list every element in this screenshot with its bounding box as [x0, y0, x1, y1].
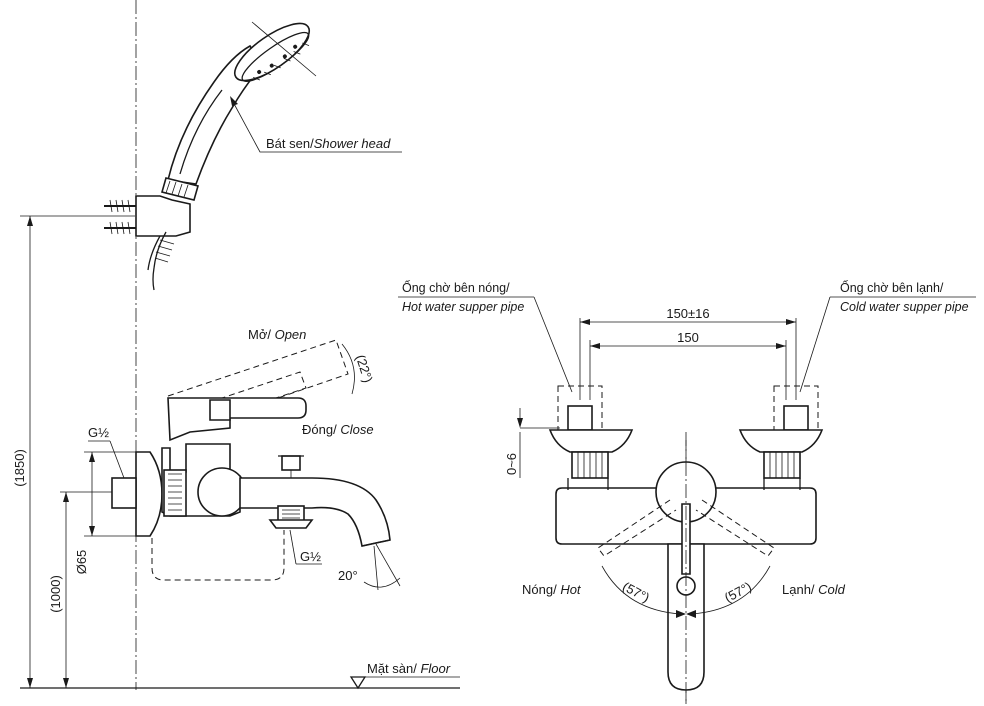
- lever-open-outline: [167, 339, 349, 421]
- dim-150-label: 150: [677, 330, 699, 345]
- shower-holder: [135, 195, 191, 237]
- diverter-knob: [197, 467, 247, 517]
- cold-label: Lạnh/ Cold: [782, 582, 846, 597]
- floor-symbol: [349, 676, 367, 690]
- lever-handle: [167, 397, 307, 442]
- dim-1000-label: (1000): [48, 575, 63, 613]
- shower-head: [234, 22, 310, 82]
- recess-outline: [151, 530, 285, 581]
- dim-d65-label: Ø65: [74, 550, 89, 575]
- thread-top-label: G½: [88, 425, 109, 440]
- lever-cold-position: [695, 499, 775, 557]
- lever-hot-position: [597, 499, 677, 557]
- wall-anchors: [104, 199, 136, 235]
- close-label: Đóng/ Close: [302, 422, 374, 437]
- svg-text:Hot water supper pipe: Hot water supper pipe: [402, 300, 524, 314]
- floor-label: Mặt sàn/ Floor: [367, 661, 451, 676]
- arc-hot: [601, 565, 681, 615]
- hot-label: Nóng/ Hot: [522, 582, 582, 597]
- hot-flange: [548, 429, 634, 453]
- cold-flange: [738, 429, 824, 453]
- front-view: 150±16 150 0~6 Ống chờ bên nóng/ Hot wat…: [398, 280, 976, 704]
- arc-cold: [691, 565, 771, 615]
- diverter-pull: [281, 455, 301, 471]
- cold-pipe: [783, 405, 809, 431]
- hot-pipe-label: Ống chờ bên nóng/: [402, 280, 510, 295]
- thread-bottom-label: G½: [300, 549, 321, 564]
- bath-spout: [239, 477, 391, 547]
- shower-head-label: Bát sen/Shower head: [266, 136, 391, 151]
- hot-pipe: [567, 405, 593, 431]
- shower-hose: [152, 231, 167, 291]
- cold-pipe-label: Ống chờ bên lạnh/: [840, 280, 944, 295]
- dim-150tol-label: 150±16: [666, 306, 709, 321]
- angle-open-label: (22°): [353, 353, 376, 385]
- side-view: (1850) (1000) Ø65 G½: [12, 0, 460, 690]
- open-label: Mở/ Open: [248, 327, 306, 342]
- angle-spout-label: 20°: [338, 568, 358, 583]
- inlet-connector: [111, 477, 137, 509]
- dim-1850-label: (1850): [12, 449, 27, 487]
- wall-flange: [135, 451, 163, 537]
- dim-offset-label: 0~6: [504, 453, 519, 475]
- svg-text:Cold water supper pipe: Cold water supper pipe: [840, 300, 969, 314]
- angle-cold-label: (57°): [722, 579, 754, 606]
